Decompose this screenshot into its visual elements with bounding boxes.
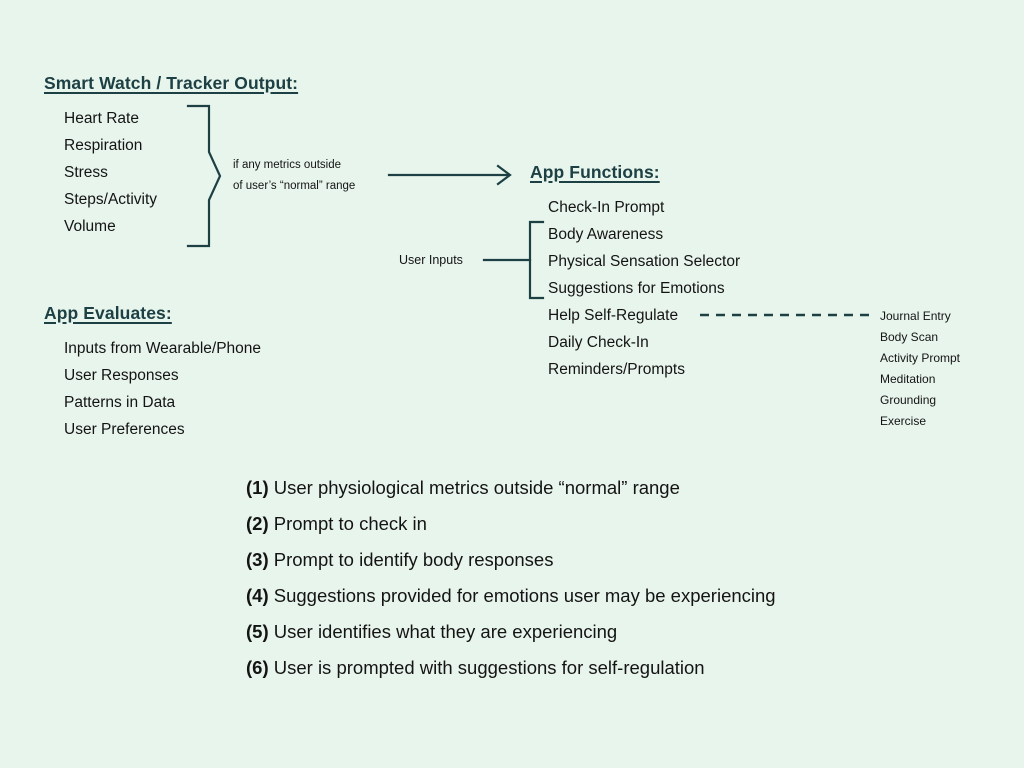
app-evaluates-title: App Evaluates:	[44, 303, 172, 323]
app-function-reminders-prompts: Reminders/Prompts	[548, 361, 685, 378]
app-evaluates-item-user-responses: User Responses	[64, 367, 179, 384]
self-regulate-option-body-scan: Body Scan	[880, 330, 939, 344]
tracker-item-stress: Stress	[64, 164, 108, 181]
step-number-2: (2)	[246, 513, 274, 534]
app-function-suggestions-for-emotions: Suggestions for Emotions	[548, 280, 725, 297]
step-text-5: User identifies what they are experienci…	[273, 621, 618, 642]
step-row-5: (5) User identifies what they are experi…	[246, 621, 618, 642]
step-row-4: (4) Suggestions provided for emotions us…	[246, 585, 776, 606]
self-regulate-option-journal-entry: Journal Entry	[880, 309, 951, 323]
tracker-item-steps-activity: Steps/Activity	[64, 191, 158, 208]
tracker-metrics-brace	[186, 104, 222, 248]
step-text-3: Prompt to identify body responses	[273, 549, 554, 570]
tracker-item-volume: Volume	[64, 218, 116, 235]
step-row-2: (2) Prompt to check in	[246, 513, 427, 534]
step-text-2: Prompt to check in	[273, 513, 427, 534]
self-regulate-option-exercise: Exercise	[880, 414, 927, 428]
app-evaluates-item-patterns-in-data: Patterns in Data	[64, 394, 176, 411]
self-regulate-option-grounding: Grounding	[880, 393, 937, 407]
step-number-4: (4)	[246, 585, 274, 606]
step-text-6: User is prompted with suggestions for se…	[273, 657, 705, 678]
app-function-help-self-regulate: Help Self-Regulate	[548, 307, 679, 324]
step-text-4: Suggestions provided for emotions user m…	[273, 585, 776, 606]
step-text-1: User physiological metrics outside “norm…	[273, 477, 680, 498]
app-evaluates-item-inputs-from-wearable-phone: Inputs from Wearable/Phone	[64, 340, 262, 357]
app-evaluates-item-user-preferences: User Preferences	[64, 421, 185, 438]
self-regulate-option-activity-prompt: Activity Prompt	[880, 351, 961, 365]
tracker-output-title: Smart Watch / Tracker Output:	[44, 73, 299, 93]
user-inputs-label: User Inputs	[399, 253, 463, 267]
app-function-check-in-prompt: Check-In Prompt	[548, 199, 665, 216]
step-number-5: (5)	[246, 621, 274, 642]
app-function-body-awareness: Body Awareness	[548, 226, 664, 243]
self-regulate-option-meditation: Meditation	[880, 372, 936, 386]
step-row-3: (3) Prompt to identify body responses	[246, 549, 554, 570]
step-row-6: (6) User is prompted with suggestions fo…	[246, 657, 705, 678]
tracker-item-heart-rate: Heart Rate	[64, 110, 139, 127]
app-function-daily-check-in: Daily Check-In	[548, 334, 649, 351]
step-number-1: (1)	[246, 477, 274, 498]
step-row-1: (1) User physiological metrics outside “…	[246, 477, 680, 498]
app-functions-title: App Functions:	[530, 162, 660, 182]
condition-note-line-2: of user’s “normal” range	[233, 180, 356, 192]
step-number-6: (6)	[246, 657, 274, 678]
tracker-item-respiration: Respiration	[64, 137, 143, 154]
step-number-3: (3)	[246, 549, 274, 570]
condition-note-line-1: if any metrics outside	[233, 159, 342, 171]
condition-arrow-head-icon	[496, 164, 512, 186]
user-inputs-bracket	[528, 220, 545, 300]
app-function-physical-sensation-selector: Physical Sensation Selector	[548, 253, 741, 270]
